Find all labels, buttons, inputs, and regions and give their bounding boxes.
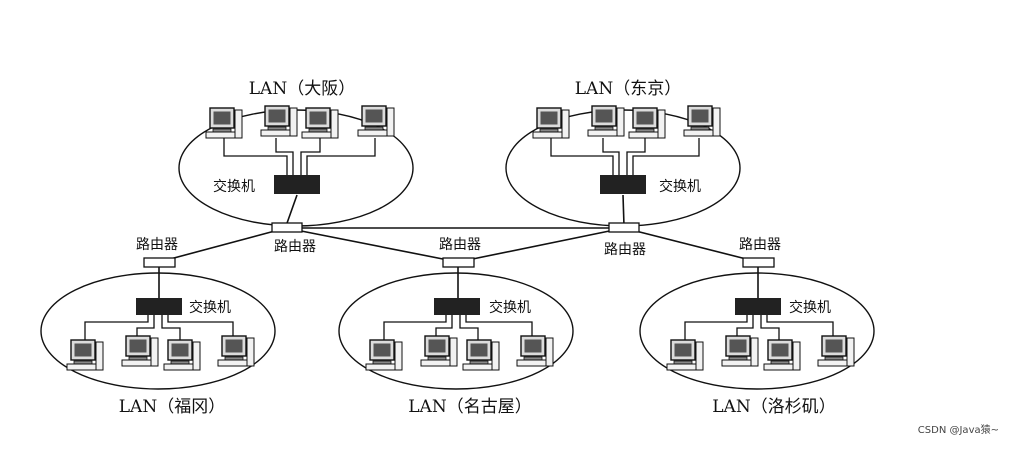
router-icon bbox=[442, 257, 475, 268]
router-icon bbox=[143, 257, 176, 268]
lan-los-angeles: LAN（洛杉矶） 交换机 bbox=[639, 272, 875, 417]
computer-icon bbox=[817, 335, 855, 367]
router-label: 路由器 bbox=[739, 237, 781, 253]
switch-label: 交换机 bbox=[213, 178, 255, 195]
lan-boundary bbox=[40, 272, 276, 390]
router-label: 路由器 bbox=[439, 237, 481, 253]
router-label: 路由器 bbox=[136, 237, 178, 253]
switch-label: 交换机 bbox=[489, 299, 531, 316]
computer-icon bbox=[763, 339, 801, 371]
lan-fukuoka: LAN（福冈） 交换机 bbox=[40, 272, 276, 417]
computer-icon bbox=[462, 339, 500, 371]
router-osaka: 路由器 bbox=[271, 222, 316, 255]
lan-title: LAN（大阪） bbox=[249, 79, 355, 99]
lan-cables bbox=[550, 138, 700, 175]
computer-icon bbox=[516, 335, 554, 367]
router-icon bbox=[271, 222, 303, 233]
computer-icon bbox=[163, 339, 201, 371]
computer-icon bbox=[683, 105, 721, 137]
computer-icon bbox=[260, 105, 298, 137]
router-right: 路由器 bbox=[739, 237, 781, 268]
router-label: 路由器 bbox=[274, 239, 316, 255]
switch bbox=[274, 175, 320, 194]
router-tokyo: 路由器 bbox=[604, 222, 646, 258]
router-nagoya: 路由器 bbox=[439, 237, 481, 268]
router-icon bbox=[742, 257, 775, 268]
switch-label: 交换机 bbox=[189, 299, 231, 316]
switch-label: 交换机 bbox=[789, 299, 831, 316]
computer-icon bbox=[420, 335, 458, 367]
computer-icon bbox=[365, 339, 403, 371]
lan-cables bbox=[383, 314, 533, 342]
computer-icon bbox=[205, 107, 243, 139]
computer-icon bbox=[217, 335, 255, 367]
lan-title: LAN（洛杉矶） bbox=[712, 397, 835, 417]
lan-boundary bbox=[338, 272, 574, 390]
lan-title: LAN（名古屋） bbox=[408, 397, 531, 417]
backbone-links bbox=[158, 194, 759, 300]
computer-icon bbox=[121, 335, 159, 367]
computer-icon bbox=[66, 339, 104, 371]
computer-icon bbox=[357, 105, 395, 137]
switch bbox=[434, 298, 480, 315]
computer-icon bbox=[666, 339, 704, 371]
lan-boundary bbox=[639, 272, 875, 390]
csdn-watermark: CSDN @Java猿~ bbox=[917, 425, 999, 436]
lan-cables bbox=[223, 138, 376, 175]
switch-label: 交换机 bbox=[659, 178, 701, 195]
computer-icon bbox=[301, 107, 339, 139]
lan-nagoya: LAN（名古屋） 交换机 bbox=[338, 272, 574, 417]
switch bbox=[735, 298, 781, 315]
lan-title: LAN（福冈） bbox=[119, 397, 225, 417]
lan-title: LAN（东京） bbox=[575, 79, 681, 99]
computer-icon bbox=[721, 335, 759, 367]
lan-osaka: LAN（大阪） 交换机 bbox=[178, 79, 414, 227]
lan-cables bbox=[84, 314, 234, 342]
switch bbox=[600, 175, 646, 194]
computer-icon bbox=[628, 107, 666, 139]
router-left: 路由器 bbox=[136, 237, 178, 268]
router-label: 路由器 bbox=[604, 242, 646, 258]
computer-icon bbox=[532, 107, 570, 139]
computer-icon bbox=[587, 105, 625, 137]
lan-cables bbox=[684, 314, 834, 342]
router-icon bbox=[608, 222, 640, 233]
switch bbox=[136, 298, 182, 315]
